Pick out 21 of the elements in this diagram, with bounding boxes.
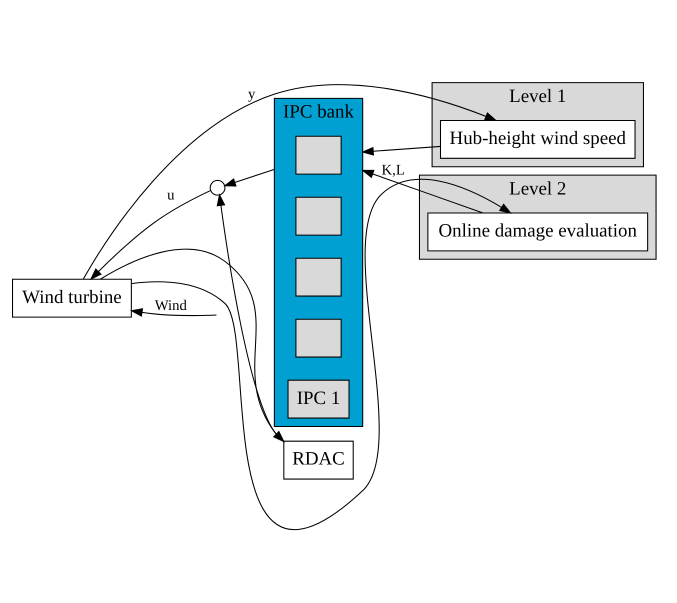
node-box xyxy=(295,135,342,174)
node-box: Online damage evaluation xyxy=(427,212,648,251)
arrow xyxy=(361,145,440,156)
edge-label: Wind xyxy=(154,297,187,314)
node-box xyxy=(295,318,342,358)
node-box xyxy=(295,196,342,236)
edge-label: u xyxy=(167,187,174,204)
node-circle xyxy=(210,179,226,196)
arrow xyxy=(82,84,498,279)
edge-label: y xyxy=(248,86,256,102)
node-box: IPC 1 xyxy=(288,379,350,418)
edge-label: K,L xyxy=(382,162,405,178)
arrow xyxy=(130,308,216,316)
node-box: Wind turbine xyxy=(12,278,132,318)
node-box: Hub-height wind speed xyxy=(440,119,636,158)
arrow xyxy=(131,178,512,529)
node-box xyxy=(295,257,342,296)
arrow xyxy=(90,190,211,280)
node-box: RDAC xyxy=(283,440,354,480)
arrow xyxy=(361,169,484,213)
arrow xyxy=(223,168,275,186)
